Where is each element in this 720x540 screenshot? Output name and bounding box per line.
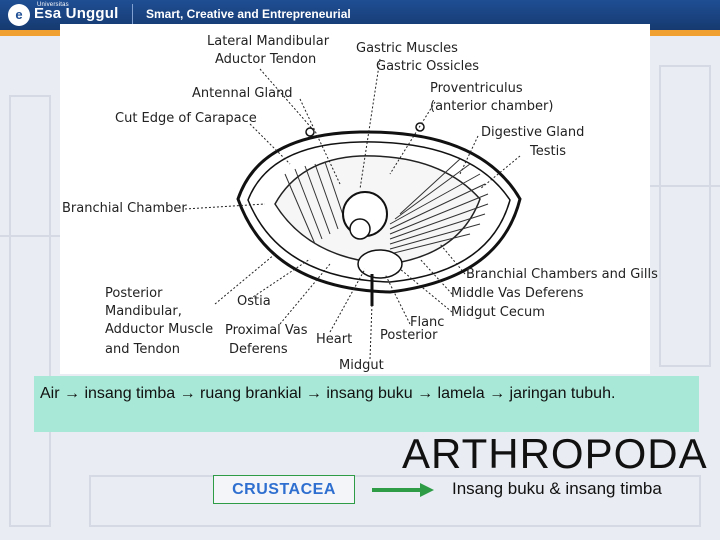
university-logo: Universitas Esa Unggul [34,2,119,22]
label-testis: Testis [530,144,566,159]
label-branchial-chamber: Branchial Chamber [62,201,187,216]
label-flanc: Flanc [410,315,445,330]
label-cut-edge-of-carapace: Cut Edge of Carapace [115,111,257,126]
label-digestive-gland: Digestive Gland [481,125,585,140]
insang-label: Insang buku & insang timba [452,479,662,498]
label-antennal-gland: Antennal Gland [192,86,293,101]
header-tagline: Smart, Creative and Entrepreneurial [146,7,351,21]
label-and-tendon: and Tendon [105,342,181,357]
page-title: ARTHROPODA [402,430,708,477]
label-posterior-2: Posterior [380,328,438,343]
label-midgut-cecum: Midgut Cecum [451,305,545,320]
label-midgut: Midgut [339,358,384,373]
label-branchial-chambers-and-gills: Branchial Chambers and Gills [466,267,658,282]
label-adductor-muscle: Adductor Muscle [105,322,214,337]
label-mandibular: Mandibular, [105,304,182,319]
label-lateral-mandibular: Lateral Mandibular [207,34,330,49]
crab-anatomy-diagram: Lateral Mandibular Aductor Tendon Gastri… [60,24,658,374]
label-proximal-vas: Proximal Vas [225,323,308,338]
label-ostia: Ostia [237,294,271,309]
respiration-path-textbox: Air → insang timba → ruang brankial → in… [34,376,699,432]
label-gastric-muscles: Gastric Muscles [356,41,458,56]
label-deferens: Deferens [229,342,288,357]
logo-pre-text: Universitas [37,2,69,8]
crab-body-drawing [184,58,522,360]
label-gastric-ossicles: Gastric Ossicles [376,59,480,74]
crustacea-label-box: CRUSTACEA [213,475,355,504]
logo-text: Esa Unggul [34,5,119,22]
header-divider [132,4,133,26]
label-middle-vas-deferens: Middle Vas Deferens [451,286,584,301]
right-arrow-icon [372,483,434,497]
label-aductor-tendon: Aductor Tendon [215,52,317,67]
university-logo-icon: e [8,4,30,26]
label-heart: Heart [316,332,353,347]
label-anterior-chamber: (anterior chamber) [430,99,554,114]
label-proventriculus: Proventriculus [430,81,523,96]
label-posterior: Posterior [105,286,163,301]
respiration-path-text: Air → insang timba → ruang brankial → in… [40,385,616,402]
